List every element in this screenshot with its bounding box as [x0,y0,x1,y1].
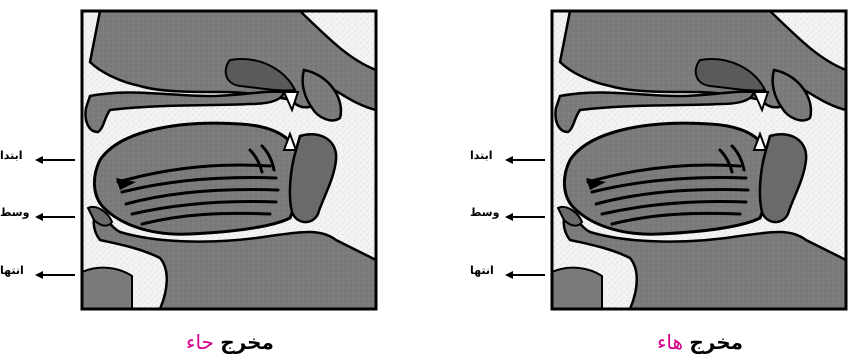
caption-word: مخرج [220,330,274,354]
caption-letter: هاء [657,330,683,354]
caption: مخرج حاء [80,328,380,356]
label-end: انتها [0,264,80,278]
label-middle: وسط [470,206,550,220]
caption: مخرج هاء [550,328,850,356]
label-middle: وسط [0,206,80,220]
caption-letter: حاء [186,330,214,354]
label-end: انتها [470,264,550,278]
panel-ha: ابتدا وسط انتها مخرج هاء [470,0,850,361]
label-start: ابتدا [470,149,550,163]
caption-word: مخرج [689,330,743,354]
panel-hah: ابتدا وسط انتها مخرج حاء [0,0,380,361]
label-start: ابتدا [0,149,80,163]
